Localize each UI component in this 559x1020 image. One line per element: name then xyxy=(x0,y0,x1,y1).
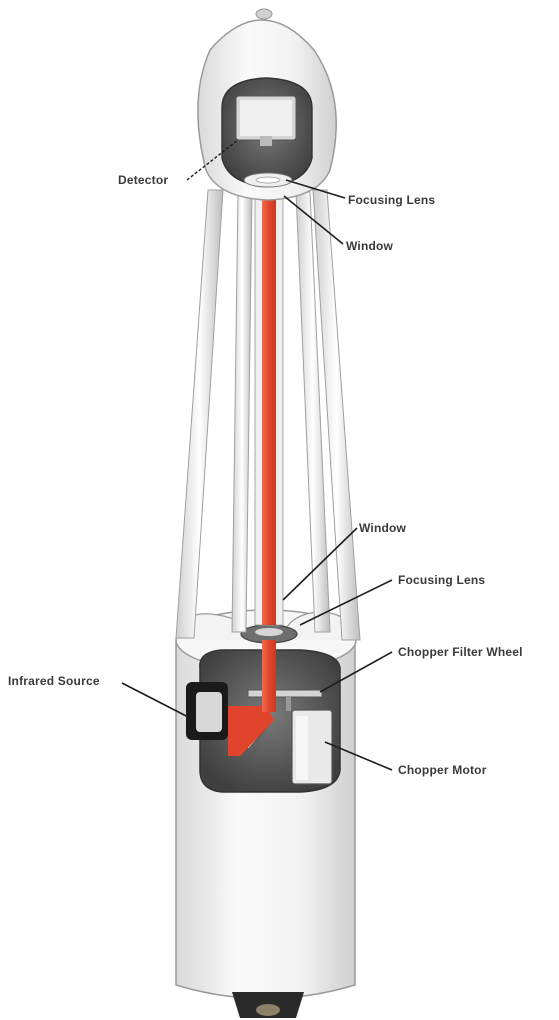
infrared-source xyxy=(186,682,228,740)
optical-tube xyxy=(255,145,283,625)
label-window-top: Window xyxy=(346,239,394,253)
label-chopper-filter-wheel: Chopper Filter Wheel xyxy=(398,645,523,659)
infrared-beam xyxy=(262,145,276,625)
label-detector: Detector xyxy=(118,173,168,187)
detector xyxy=(236,96,296,146)
label-infrared-source: Infrared Source xyxy=(8,674,100,688)
focusing-lens-bottom-glass xyxy=(255,628,283,636)
chopper-motor xyxy=(292,710,332,784)
label-window-bottom: Window xyxy=(359,521,407,535)
sensor-head xyxy=(198,9,336,200)
label-chopper-motor: Chopper Motor xyxy=(398,763,487,777)
label-focusing-lens-top: Focusing Lens xyxy=(348,193,435,207)
label-focusing-lens-bottom: Focusing Lens xyxy=(398,573,485,587)
